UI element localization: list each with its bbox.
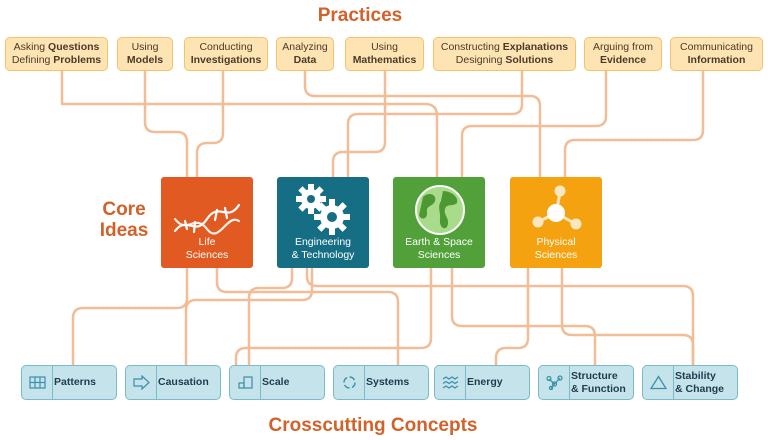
concept-icon-box: [643, 366, 674, 399]
practices-title: Practices: [317, 5, 403, 26]
core-ideas-title-line1: Core: [102, 199, 146, 220]
practice-using-mathematics[interactable]: Using Mathematics: [345, 37, 424, 71]
concept-causation[interactable]: Causation: [125, 365, 221, 400]
core-idea-label: Earth & Space: [405, 236, 473, 248]
core-idea-engineering-technology[interactable]: Engineering & Technology: [277, 177, 369, 268]
practice-label-bold: Data: [293, 54, 317, 66]
concept-patterns[interactable]: Patterns: [21, 365, 117, 400]
core-idea-label: Physical: [536, 236, 576, 248]
cycle-icon: [343, 376, 356, 389]
practice-label-bold: Problems: [53, 54, 102, 66]
arrow-icon: [133, 375, 150, 390]
dna-icon: [173, 203, 241, 235]
practice-arguing-from-evidence[interactable]: Arguing from Evidence: [584, 37, 662, 71]
practice-constructing-explanations[interactable]: Constructing Explanations Designing Solu…: [433, 37, 576, 71]
concept-icon-box: [334, 366, 365, 399]
concept-label: Scale: [262, 376, 290, 389]
concept-icon-box: [539, 366, 570, 399]
practice-label-bold: Models: [126, 54, 164, 66]
practice-label: Asking: [13, 41, 49, 53]
concept-label: & Change: [675, 382, 725, 395]
core-idea-physical-sciences[interactable]: Physical Sciences: [510, 177, 602, 268]
practice-conducting-investigations[interactable]: Conducting Investigations: [184, 37, 268, 71]
core-idea-label: Sciences: [534, 249, 578, 261]
concept-scale[interactable]: Scale: [229, 365, 325, 400]
concept-energy[interactable]: Energy: [434, 365, 530, 400]
concept-label: & Function: [571, 382, 626, 395]
core-idea-label: Sciences: [417, 249, 461, 261]
concept-icon-box: [22, 366, 53, 399]
core-idea-label: Engineering: [294, 236, 352, 248]
network-icon: [546, 375, 563, 390]
practice-label: Designing: [455, 54, 506, 66]
core-idea-label: Sciences: [185, 249, 229, 261]
concept-icon-box: [435, 366, 466, 399]
practice-label: Conducting: [199, 41, 253, 53]
practice-label-bold: Evidence: [599, 54, 647, 66]
practice-analyzing-data[interactable]: Analyzing Data: [276, 37, 334, 71]
practice-label-bold: Explanations: [502, 41, 569, 53]
practice-using-models[interactable]: Using Models: [117, 37, 173, 71]
practice-label-bold: Questions: [48, 41, 100, 53]
gears-icon: [296, 184, 350, 235]
practice-label: Using: [131, 41, 159, 53]
triangle-icon: [650, 375, 667, 390]
core-idea-earth-space-sciences[interactable]: Earth & Space Sciences: [393, 177, 485, 268]
concept-label: Stability: [675, 370, 716, 382]
practice-communicating-information[interactable]: Communicating Information: [670, 37, 763, 71]
core-idea-label: Life: [198, 236, 216, 248]
grid-icon: [29, 376, 46, 389]
practice-label-bold: Solutions: [505, 54, 554, 66]
core-idea-life-sciences[interactable]: Life Sciences: [161, 177, 253, 268]
core-ideas-title-line2: Ideas: [99, 220, 149, 241]
practice-label: Using: [371, 41, 398, 53]
concept-systems[interactable]: Systems: [333, 365, 429, 400]
concept-icon-box: [230, 366, 261, 399]
waves-icon: [442, 376, 459, 389]
practice-label: Analyzing: [282, 41, 328, 53]
concept-label: Causation: [158, 376, 209, 389]
scale-icon: [238, 376, 253, 389]
concept-label: Structure: [571, 370, 618, 382]
crosscutting-concepts-title: Crosscutting Concepts: [268, 415, 478, 436]
practice-label-bold: Information: [687, 54, 746, 66]
practice-label: Communicating: [680, 41, 753, 53]
concept-structure-function[interactable]: Structure& Function: [538, 365, 634, 400]
globe-icon: [415, 185, 465, 235]
concept-stability-change[interactable]: Stability& Change: [642, 365, 738, 400]
practice-asking-questions[interactable]: Asking Questions Defining Problems: [5, 37, 108, 71]
practice-label-bold: Investigations: [190, 54, 262, 66]
core-idea-label: & Technology: [291, 249, 355, 261]
practice-label-bold: Mathematics: [352, 54, 417, 66]
concept-label: Systems: [366, 376, 410, 389]
concept-label: Patterns: [54, 376, 97, 389]
core-ideas-title: Core Ideas: [84, 199, 164, 241]
practice-label: Defining: [11, 54, 54, 66]
practice-label: Arguing from: [592, 41, 654, 53]
practice-label: Constructing: [440, 41, 503, 53]
molecule-icon: [532, 185, 582, 230]
concept-icon-box: [126, 366, 157, 399]
concept-label: Energy: [467, 376, 503, 389]
